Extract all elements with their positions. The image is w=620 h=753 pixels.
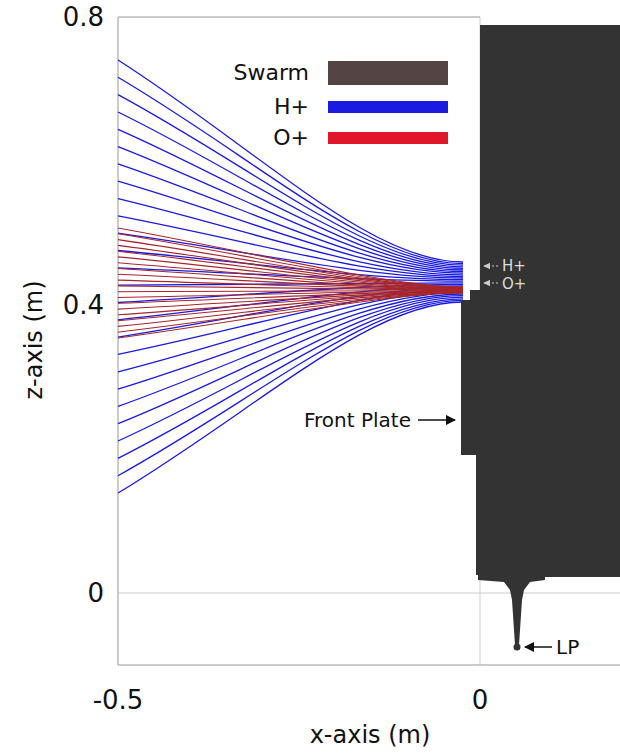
ion-trajectory bbox=[118, 263, 463, 289]
ion-trajectory bbox=[118, 269, 463, 290]
tick-label: 0.8 bbox=[63, 3, 104, 32]
ion-trajectory bbox=[118, 296, 463, 424]
axis-title: z-axis (m) bbox=[21, 280, 47, 399]
ion-pointer-label: O+ bbox=[502, 276, 526, 293]
ion-trajectory bbox=[118, 147, 463, 270]
langmuir-probe bbox=[514, 644, 521, 651]
trajectory-group bbox=[118, 60, 463, 493]
tick-label: 0.4 bbox=[63, 291, 104, 320]
tick-label: 0 bbox=[87, 579, 104, 608]
ion-trajectory bbox=[118, 274, 463, 289]
ion-trajectory bbox=[118, 293, 463, 338]
legend-text: H+ bbox=[271, 95, 312, 119]
legend-text: O+ bbox=[270, 126, 312, 150]
axis-title: x-axis (m) bbox=[310, 722, 431, 748]
ion-pointer-label: H+ bbox=[502, 258, 526, 275]
grid-line bbox=[118, 593, 620, 594]
ion-trajectory bbox=[118, 112, 463, 267]
ion-trajectory bbox=[118, 286, 463, 290]
satellite-body bbox=[461, 25, 620, 651]
satellite-step bbox=[476, 455, 482, 575]
tick-label: 0 bbox=[472, 686, 489, 715]
ion-trajectory bbox=[118, 199, 463, 275]
ion-trajectory bbox=[118, 288, 463, 338]
pointer-line bbox=[525, 646, 552, 648]
ion-trajectory bbox=[118, 299, 463, 459]
ion-trajectory bbox=[118, 95, 463, 266]
legend-text: Swarm bbox=[230, 61, 312, 85]
pointer-line bbox=[484, 265, 498, 266]
ion-trajectory bbox=[118, 257, 463, 289]
pointer-line bbox=[484, 282, 498, 283]
pointer-line bbox=[418, 419, 455, 421]
part-label: Front Plate bbox=[302, 409, 413, 431]
axis-line bbox=[118, 665, 620, 666]
ion-trajectory bbox=[118, 77, 463, 263]
part-label: LP bbox=[556, 636, 579, 658]
ion-trajectory bbox=[118, 234, 463, 287]
ion-trajectory bbox=[118, 60, 463, 262]
axis-line bbox=[118, 17, 119, 665]
satellite-main-body bbox=[480, 25, 620, 577]
probe-boom bbox=[478, 575, 545, 645]
ion-trajectory bbox=[118, 300, 463, 475]
legend-swatch bbox=[328, 132, 448, 144]
tick-label: -0.5 bbox=[93, 686, 144, 715]
front-plate bbox=[461, 300, 482, 455]
legend-swatch bbox=[328, 101, 448, 113]
legend-swatch bbox=[328, 61, 448, 85]
axis-line bbox=[118, 17, 480, 18]
ion-trajectory bbox=[118, 280, 463, 290]
ion-trajectory bbox=[118, 181, 463, 273]
